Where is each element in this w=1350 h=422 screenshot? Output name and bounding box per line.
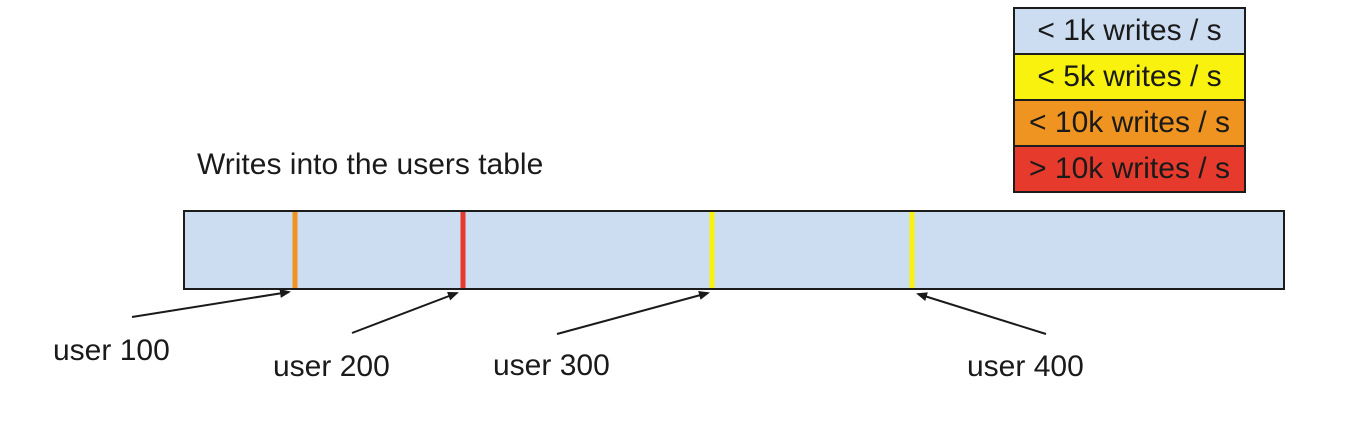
write-hotspot-marker-user-300 xyxy=(709,212,715,288)
arrow-user-200 xyxy=(351,291,459,334)
arrow-user-300 xyxy=(556,291,710,335)
arrow-user-400 xyxy=(916,292,1047,335)
user-label-100: user 100 xyxy=(53,334,170,367)
write-hotspot-marker-user-400 xyxy=(909,212,915,288)
arrow-user-100 xyxy=(131,288,291,318)
legend-item-label: < 10k writes / s xyxy=(1029,106,1230,139)
user-label-200: user 200 xyxy=(273,350,390,383)
users-table-bar xyxy=(183,210,1285,290)
legend: < 1k writes / s < 5k writes / s < 10k wr… xyxy=(1013,7,1246,193)
legend-item-label: > 10k writes / s xyxy=(1029,152,1230,185)
write-hotspot-marker-user-100 xyxy=(292,212,298,288)
write-hotspot-marker-user-200 xyxy=(460,212,466,288)
diagram-title: Writes into the users table xyxy=(197,148,544,181)
legend-item: < 5k writes / s xyxy=(1015,53,1244,99)
legend-item: > 10k writes / s xyxy=(1015,145,1244,191)
legend-item-label: < 5k writes / s xyxy=(1037,60,1222,93)
legend-item: < 1k writes / s xyxy=(1015,9,1244,53)
user-label-400: user 400 xyxy=(967,350,1084,383)
legend-item-label: < 1k writes / s xyxy=(1037,14,1222,47)
user-label-300: user 300 xyxy=(493,349,610,382)
legend-item: < 10k writes / s xyxy=(1015,99,1244,145)
